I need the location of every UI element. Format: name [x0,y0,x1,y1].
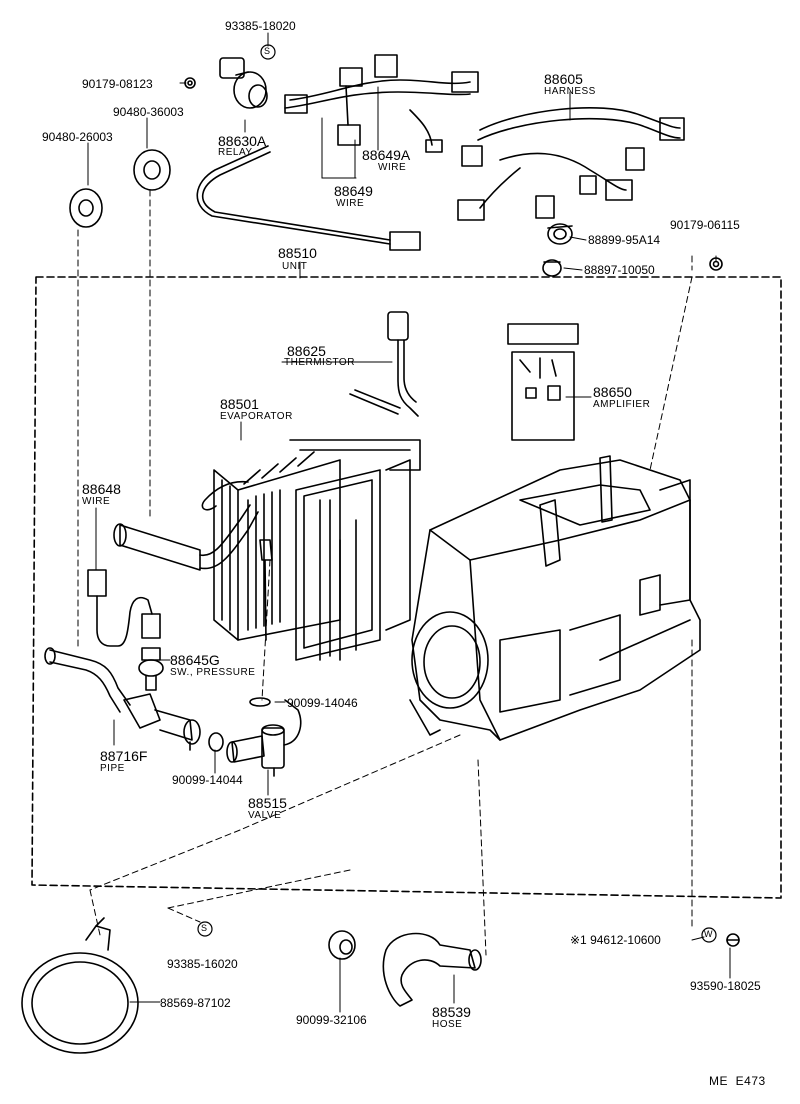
relay-88630a [219,57,268,109]
figure-code: ME E473 [709,1074,766,1088]
drain-hose-88539 [382,932,482,1007]
evaporator-88501 [201,439,421,661]
label-88645g: 88645G [170,652,220,668]
label-88630a: 88630A [218,133,267,149]
o-ring-90099-14044 [208,732,224,752]
label-pipe: PIPE [100,763,125,774]
amplifier-88650 [507,323,579,441]
label-88650: 88650 [593,384,632,400]
label-88897-10050: 88897-10050 [584,263,655,277]
nut-90179-08123 [184,77,196,89]
label-88899-95a14: 88899-95A14 [588,233,661,247]
label-wire-a: WIRE [378,162,407,173]
label-94612-10600: ※1 94612-10600 [570,933,661,947]
label-amplifier: AMPLIFIER [593,399,651,410]
label-93385-16020: 93385-16020 [167,957,238,971]
label-evaporator: EVAPORATOR [220,411,293,422]
leader-lines [87,32,731,1013]
label-88605: 88605 [544,71,583,87]
label-wire-b: WIRE [336,198,365,209]
wire-88648 [87,569,161,647]
label-sw-pressure: SW., PRESSURE [170,667,256,678]
label-88648: 88648 [82,481,121,497]
w-symbol [701,927,717,943]
w-mark: W [704,929,713,939]
label-88569-87102: 88569-87102 [160,996,231,1010]
label-90179-06115: 90179-06115 [670,218,740,232]
s-symbol-top [260,44,276,60]
label-90099-14044: 90099-14044 [172,773,243,787]
grommet-90099-32106 [328,930,356,960]
label-90099-32106: 90099-32106 [296,1013,367,1027]
label-thermistor: THERMISTOR [284,357,355,368]
cooling-unit-housing [409,455,701,741]
evaporator-pipe [113,504,273,641]
o-ring-90099-14046 [249,697,271,707]
label-88510: 88510 [278,245,317,261]
label-90480-26003: 90480-26003 [42,130,113,144]
nut-90179-06115 [709,257,723,271]
label-88649a: 88649A [362,147,411,163]
grommet-90480-26003 [69,188,103,228]
expansion-valve-88515 [226,699,302,777]
thermistor-88625 [349,311,419,417]
assembly-lines [77,189,693,956]
s-mark-top: S [264,46,271,56]
clamp-88899-95a14 [547,223,573,245]
s-symbol-bottom [197,921,213,937]
s-mark-bottom: S [201,923,208,933]
label-88515: 88515 [248,795,287,811]
cap-88897-10050 [542,259,562,277]
label-90179-08123: 90179-08123 [82,77,153,91]
pressure-switch-88645g [138,647,164,691]
label-93385-18020: 93385-18020 [225,19,296,33]
label-valve: VALVE [248,810,282,821]
label-88625: 88625 [287,343,326,359]
label-88649: 88649 [334,183,373,199]
pipe-88716f [44,647,201,751]
label-90480-36003: 90480-36003 [113,105,184,119]
grommet-90480-36003 [133,149,171,191]
screw-93590-18025 [726,933,740,947]
wire-harness-88649 [196,54,479,251]
label-unit: UNIT [282,261,308,272]
label-88501: 88501 [220,396,259,412]
label-wire-c: WIRE [82,496,111,507]
label-88716f: 88716F [100,748,148,764]
unit-boundary [31,276,782,899]
label-93590-18025: 93590-18025 [690,979,761,993]
label-90099-14046: 90099-14046 [287,696,358,710]
duct-clamp-88569-87102 [21,917,139,1054]
label-harness: HARNESS [544,86,596,97]
harness-88605 [457,107,685,221]
label-hose: HOSE [432,1019,463,1030]
label-relay: RELAY [218,147,253,158]
label-88539: 88539 [432,1004,471,1020]
